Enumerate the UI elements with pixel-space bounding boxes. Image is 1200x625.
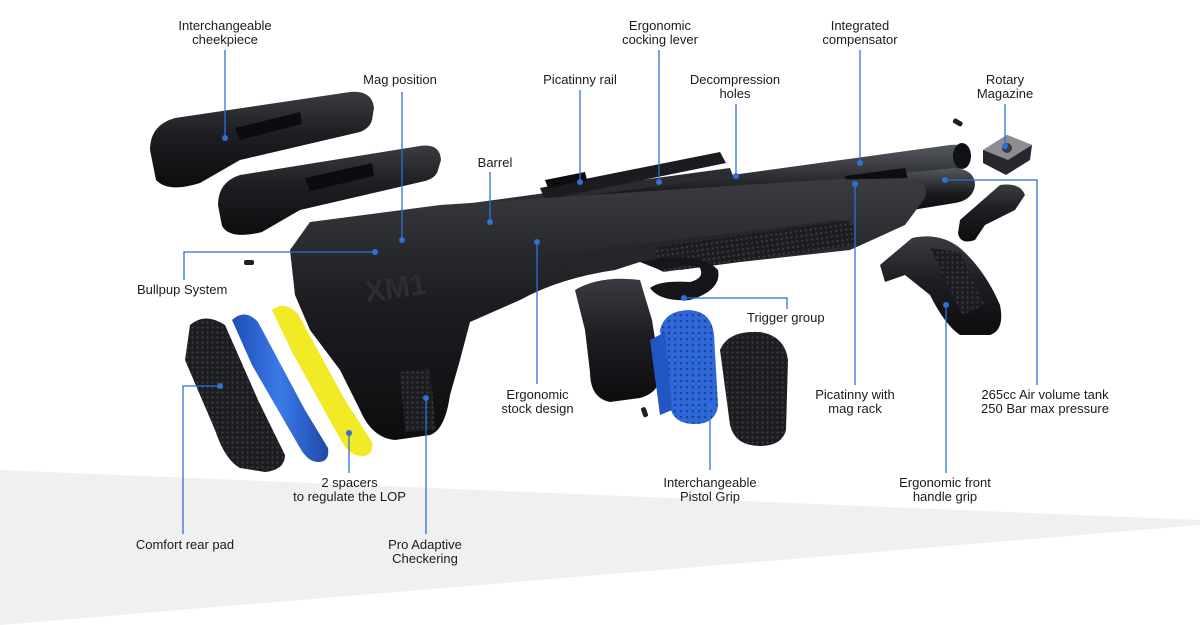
label-picatinny-rail: Picatinny rail xyxy=(543,72,617,87)
cheekpiece-lower xyxy=(218,145,441,235)
rotary-magazine-part xyxy=(983,135,1032,175)
trigger-guard xyxy=(640,257,719,301)
pistol-grip-blue xyxy=(650,310,718,424)
label-mag-position: Mag position xyxy=(363,72,437,87)
spacer-blue xyxy=(232,314,329,462)
leader-lines xyxy=(182,50,1038,534)
leader-dots xyxy=(217,135,1008,436)
main-stock: XM1 xyxy=(290,178,926,440)
pistol-grip-base xyxy=(575,278,661,402)
floor-edge xyxy=(0,525,1200,625)
label-barrel: Barrel xyxy=(477,155,513,170)
rear-pad-part xyxy=(185,318,285,472)
picatinny-rail-part xyxy=(540,152,726,200)
label-rear-pad: Comfort rear pad xyxy=(135,537,235,552)
screws xyxy=(244,118,963,418)
pistol-grip-black xyxy=(720,331,788,446)
spacer-yellow xyxy=(272,305,373,456)
label-trigger-group: Trigger group xyxy=(747,310,825,325)
label-bullpup-system: Bullpup System xyxy=(137,282,228,297)
front-handle-small xyxy=(958,184,1025,242)
cheekpiece-top xyxy=(150,91,374,188)
front-grip-part xyxy=(880,236,1002,335)
